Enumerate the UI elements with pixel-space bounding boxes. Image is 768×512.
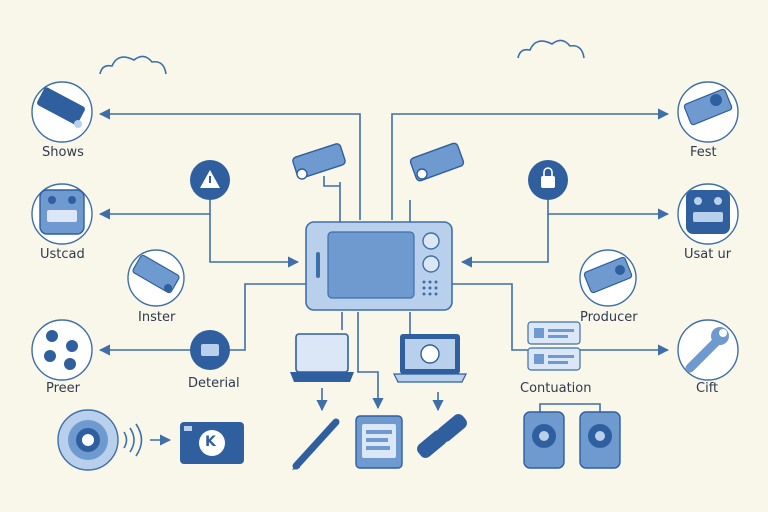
label-fest: Fest — [690, 145, 717, 160]
camera-circle-fest-icon — [677, 81, 739, 143]
control-panel-device-icon — [305, 221, 453, 311]
label-contuation: Contuation — [520, 381, 592, 396]
camera-circle-shows-icon — [31, 81, 93, 143]
alert-circle-icon — [190, 160, 230, 200]
panel-device-ustcad-icon — [31, 183, 93, 245]
label-inster: Inster — [138, 310, 176, 325]
folder-circle-deterial-icon — [190, 330, 230, 370]
pen-icon — [292, 418, 340, 470]
wireless-signal-icon — [123, 423, 143, 457]
link-chain-icon — [417, 414, 467, 458]
cloud-left-icon — [99, 55, 167, 75]
camera-circle-producer-icon — [579, 249, 637, 307]
label-cift: Cift — [696, 381, 719, 396]
lock-circle-icon — [528, 160, 568, 200]
security-camera-right-icon — [409, 142, 465, 182]
connection-lines — [98, 108, 670, 446]
tablet-icon — [355, 415, 403, 469]
wrench-circle-cift-icon — [677, 319, 739, 381]
label-preer: Preer — [46, 381, 81, 396]
label-producer: Producer — [580, 310, 638, 325]
badge-k-icon — [180, 422, 244, 464]
label-ustcad: Ustcad — [40, 247, 85, 262]
camera-circle-inster-icon — [127, 249, 185, 307]
cloud-right-icon — [517, 39, 585, 59]
speakers-icon — [523, 403, 621, 469]
label-shows: Shows — [42, 145, 84, 160]
laptop-left-icon — [290, 333, 354, 382]
sensor-dots-preer-icon — [31, 319, 93, 381]
label-deterial: Deterial — [188, 376, 240, 391]
security-camera-left-icon — [292, 143, 346, 187]
gear-sensor-icon — [57, 409, 119, 471]
badge-letter: K — [205, 434, 216, 450]
panel-device-usat-ur-icon — [677, 183, 739, 245]
id-cards-contuation-icon — [527, 321, 581, 371]
laptop-right-icon — [393, 334, 467, 383]
label-usat-ur: Usat ur — [684, 247, 732, 262]
